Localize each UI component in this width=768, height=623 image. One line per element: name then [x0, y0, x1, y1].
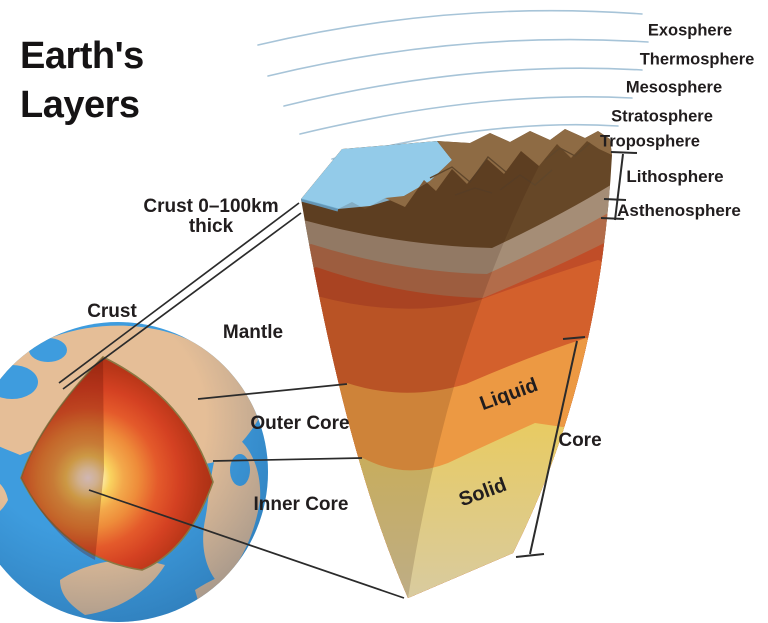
globe-cutaway — [0, 322, 268, 622]
label-outer-core: Outer Core — [250, 413, 350, 435]
thermosphere-arc — [267, 38, 649, 77]
label-exosphere: Exosphere — [647, 21, 733, 40]
mountain-ridge-lines — [429, 142, 591, 196]
ridge-line — [544, 142, 591, 161]
bracket-tick-top — [610, 151, 638, 154]
label-thermosphere: Thermosphere — [639, 50, 755, 69]
title-line-1: Earth's — [20, 35, 144, 77]
bracket-spine — [614, 153, 624, 221]
bracket-tick-bottom — [600, 217, 625, 220]
label-lithosphere: Lithosphere — [626, 167, 724, 187]
title-line-2: Layers — [20, 84, 140, 126]
label-mesosphere: Mesosphere — [625, 78, 723, 97]
surface-mountains — [385, 129, 612, 207]
mantle-outer-core-boundary-line — [197, 383, 348, 400]
globe-cutaway-shadow — [21, 357, 104, 560]
label-core: Core — [558, 430, 602, 452]
crust-pointer-line-2 — [62, 212, 302, 390]
label-mantle: Mantle — [222, 322, 284, 344]
wedge-left-face-shadow — [301, 151, 539, 598]
crust-thickness-line-1: Crust 0–100km — [143, 196, 279, 218]
inner-core-pointer-line — [88, 489, 405, 599]
surface-water-edge — [301, 198, 339, 212]
label-crust-thickness: Crust 0–100km thick — [143, 197, 278, 237]
surface-water — [301, 141, 452, 209]
crust-thickness-line-2: thick — [188, 216, 234, 237]
ridge-line — [429, 156, 507, 183]
label-stratosphere: Stratosphere — [611, 107, 713, 126]
exosphere-arc — [257, 9, 643, 46]
ridge-line — [454, 187, 493, 196]
crust-pointer-line-1 — [58, 202, 300, 384]
label-asthenosphere: Asthenosphere — [617, 201, 741, 221]
core-bracket — [515, 336, 586, 558]
ridge-line — [499, 169, 553, 191]
mesosphere-arc — [283, 67, 643, 107]
bracket-tick-top — [562, 336, 586, 340]
label-inner-core: Inner Core — [253, 494, 349, 516]
lithosphere-bracket — [600, 151, 638, 221]
label-troposphere: Troposphere — [600, 132, 700, 151]
bracket-tick-bottom — [515, 553, 545, 558]
stratosphere-arc — [299, 95, 633, 135]
page-title: Earth's Layers — [20, 32, 144, 130]
outer-inner-core-boundary-line — [212, 457, 363, 462]
bracket-spine — [529, 340, 578, 555]
label-crust: Crust — [87, 301, 137, 323]
pointer-lines — [58, 202, 405, 599]
bracket-tick-middle — [603, 198, 627, 201]
